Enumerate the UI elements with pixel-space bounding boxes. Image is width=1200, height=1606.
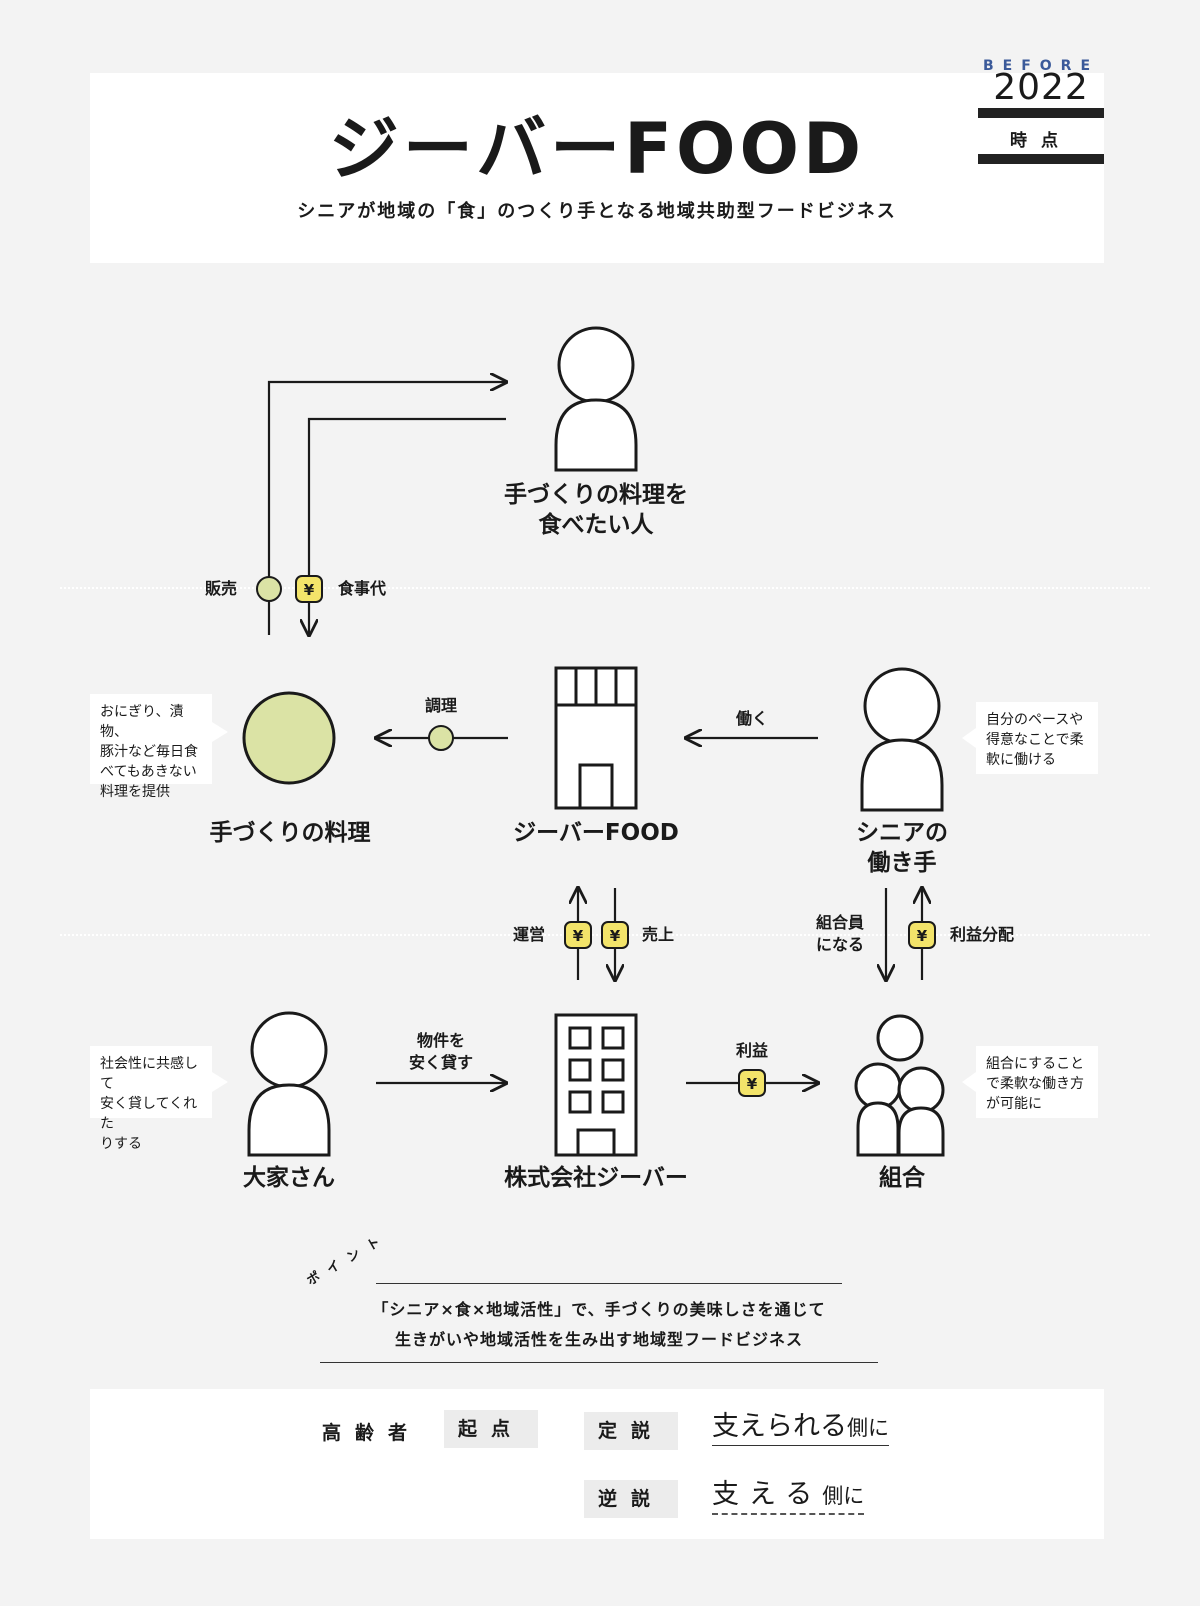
- sale-token: [256, 576, 282, 602]
- company-label: 株式会社ジーバー: [504, 1165, 688, 1191]
- page-subtitle: シニアが地域の「食」のつくり手となる地域共助型フードビジネス: [297, 201, 897, 222]
- profit-token: [738, 1069, 766, 1097]
- point-rule-bottom: [320, 1362, 878, 1363]
- profit-share-label: 利益分配: [950, 925, 1015, 944]
- note-union: 組合にすること で柔軟な働き方 が可能に: [976, 1046, 1098, 1118]
- theory-phrase-suffix: 側に: [847, 1416, 889, 1440]
- point-text: 「シニア×食×地域活性」で、手づくりの美味しさを通じて 生きがいや地域活性を生み…: [320, 1295, 878, 1355]
- badge-year: 2022: [993, 67, 1089, 108]
- meal-fee-token: [295, 575, 323, 603]
- badge-label: 時点: [1010, 131, 1072, 151]
- profit-label: 利益: [735, 1041, 768, 1060]
- note-landlord: 社会性に共感して 安く貸してくれた りする: [90, 1046, 212, 1152]
- badge-before: BEFORE: [982, 58, 1100, 74]
- note-dish-pointer: [212, 722, 228, 742]
- badge-bar-bottom: [978, 154, 1104, 164]
- note-senior: 自分のペースや 得意なことで柔 軟に働ける: [976, 702, 1098, 774]
- before-2022-badge: BEFORE 2022 時点: [978, 58, 1104, 168]
- paradox-phrase-main: 支える: [712, 1479, 823, 1510]
- page-title: ジーバーFOOD: [328, 108, 866, 190]
- work-label: 働く: [735, 709, 768, 728]
- sales-token: [601, 921, 629, 949]
- paradox-box: 逆説: [584, 1480, 678, 1518]
- point-rule-top: [376, 1283, 842, 1284]
- sale-flow-line: [267, 382, 506, 635]
- note-dish: おにぎり、漬物、 豚汁など毎日食 べてもあきない 料理を提供: [90, 694, 212, 800]
- operation-label: 運営: [512, 925, 545, 944]
- point-line-1: 「シニア×食×地域活性」で、手づくりの美味しさを通じて: [372, 1300, 826, 1319]
- separator-1: [60, 587, 1150, 589]
- senior-label: シニアの 働き手: [856, 820, 948, 876]
- badge-bar-top: [978, 108, 1104, 118]
- theory-phrase: 支えられる側に: [712, 1410, 889, 1446]
- yen-symbol: ¥: [304, 581, 315, 599]
- sales-label: 売上: [642, 925, 675, 944]
- customer-label: 手づくりの料理を 食べたい人: [504, 482, 688, 538]
- cooking-token: [428, 725, 454, 751]
- yen-symbol: ¥: [573, 927, 584, 945]
- kitchen-icon: [554, 666, 638, 810]
- operation-token: [564, 921, 592, 949]
- landlord-label: 大家さん: [243, 1165, 335, 1191]
- dish-icon: [242, 691, 336, 785]
- origin-box: 起点: [444, 1410, 538, 1448]
- header-card: ジーバーFOOD シニアが地域の「食」のつくり手となる地域共助型フードビジネス: [90, 73, 1104, 263]
- meal-fee-flow-line: [309, 417, 506, 635]
- landlord-person-icon: [247, 1011, 331, 1157]
- theory-phrase-main: 支えられる: [712, 1411, 847, 1442]
- cooking-label: 調理: [424, 696, 457, 715]
- lend-label: 物件を 安く貸す: [408, 1031, 473, 1072]
- note-union-pointer: [962, 1072, 976, 1092]
- meal-fee-label: 食事代: [338, 579, 387, 598]
- note-landlord-pointer: [212, 1072, 228, 1092]
- senior-person-icon: [860, 667, 944, 812]
- sale-label: 販売: [204, 579, 237, 598]
- yen-symbol: ¥: [610, 927, 621, 945]
- theory-box: 定説: [584, 1412, 678, 1450]
- profit-share-token: [908, 921, 936, 949]
- kitchen-label: ジーバーFOOD: [513, 820, 679, 846]
- company-building-icon: [554, 1013, 638, 1157]
- become-member-label: 組合員 になる: [815, 913, 864, 954]
- union-label: 組合: [879, 1165, 925, 1191]
- union-group-icon: [854, 1014, 945, 1157]
- paradox-phrase: 支える側に: [712, 1478, 865, 1515]
- subject-label: 高齢者: [322, 1422, 422, 1444]
- customer-person-icon: [554, 326, 638, 472]
- paradox-phrase-suffix: 側に: [822, 1484, 865, 1508]
- yen-symbol: ¥: [747, 1075, 758, 1093]
- dish-label: 手づくりの料理: [209, 820, 371, 846]
- yen-symbol: ¥: [917, 927, 928, 945]
- point-line-2: 生きがいや地域活性を生み出す地域型フードビジネス: [394, 1330, 803, 1349]
- note-senior-pointer: [962, 728, 976, 748]
